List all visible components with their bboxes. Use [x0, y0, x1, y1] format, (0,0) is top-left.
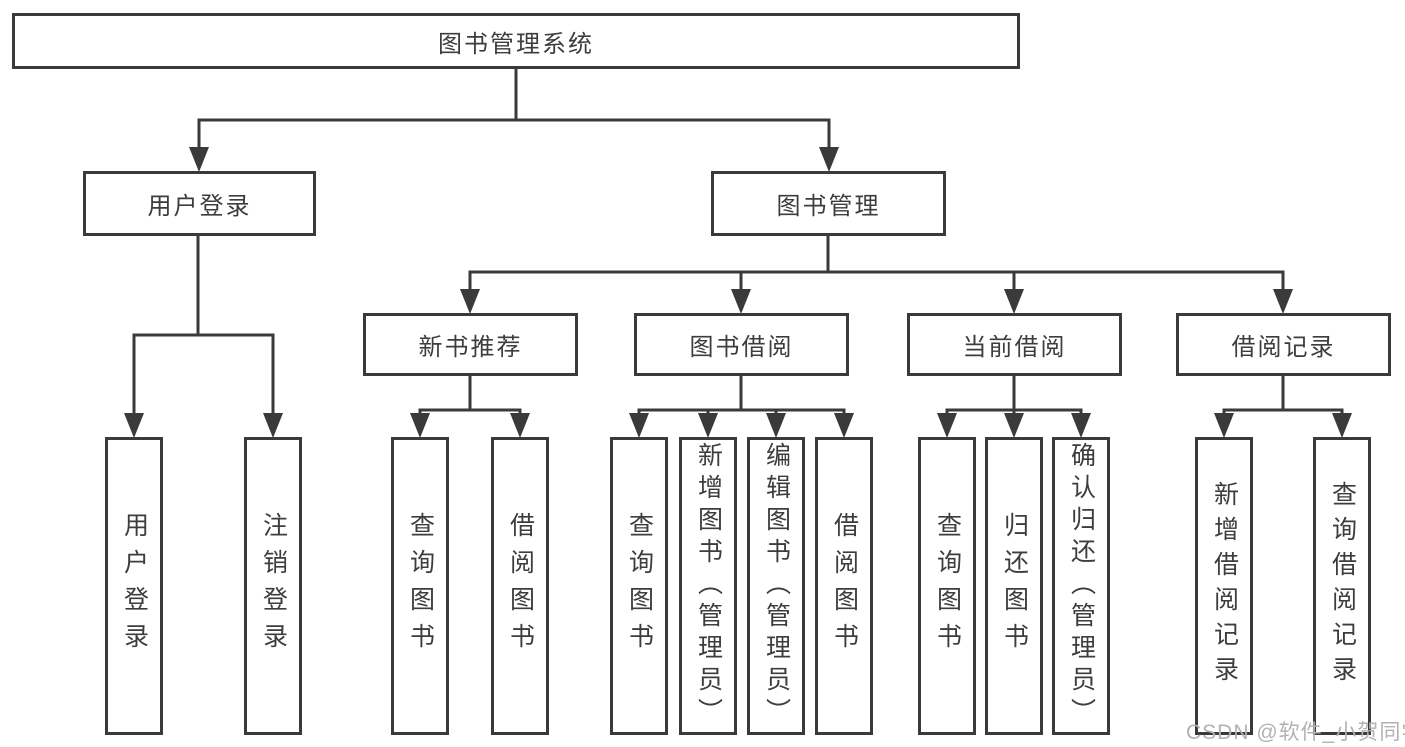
- node-borrowing-records-label: 借阅记录: [1231, 334, 1336, 361]
- leaf-bb-add-books-admin-label: 新增图书（管理员）: [694, 442, 723, 730]
- leaf-bb-edit-books-admin: 编辑图书（管理员）: [747, 437, 805, 735]
- node-borrowing-records: 借阅记录: [1176, 313, 1391, 376]
- leaf-bb-edit-books-admin-label: 编辑图书（管理员）: [762, 442, 791, 730]
- leaf-bb-query-books: 查询图书: [610, 437, 668, 735]
- leaf-bb-add-books-admin: 新增图书（管理员）: [679, 437, 737, 735]
- leaf-bb-borrow-books-label: 借阅图书: [830, 512, 859, 660]
- leaf-br-query-borrow-record: 查询借阅记录: [1313, 437, 1371, 735]
- node-new-book-recommendation: 新书推荐: [363, 313, 578, 376]
- node-book-borrowing: 图书借阅: [634, 313, 849, 376]
- node-current-borrowing-label: 当前借阅: [962, 334, 1067, 361]
- node-library-system-label: 图书管理系统: [438, 30, 594, 58]
- node-user-login-label: 用户登录: [147, 193, 252, 220]
- node-book-management: 图书管理: [711, 171, 946, 236]
- node-new-book-recommendation-label: 新书推荐: [418, 334, 523, 361]
- leaf-nb-borrow-books-label: 借阅图书: [506, 512, 535, 660]
- leaf-user-login-label: 用户登录: [120, 512, 149, 660]
- node-book-management-label: 图书管理: [776, 193, 881, 220]
- leaf-cb-confirm-return-admin-label: 确认归还（管理员）: [1067, 442, 1096, 730]
- leaf-br-add-borrow-record-label: 新增借阅记录: [1210, 481, 1239, 691]
- leaf-bb-query-books-label: 查询图书: [625, 512, 654, 660]
- leaf-logout-login-label: 注销登录: [259, 512, 288, 660]
- leaf-cb-confirm-return-admin: 确认归还（管理员）: [1052, 437, 1110, 735]
- leaf-cb-return-books-label: 归还图书: [1000, 512, 1029, 660]
- node-library-system: 图书管理系统: [12, 13, 1020, 69]
- leaf-br-query-borrow-record-label: 查询借阅记录: [1328, 481, 1357, 691]
- node-current-borrowing: 当前借阅: [907, 313, 1122, 376]
- leaf-logout-login: 注销登录: [244, 437, 302, 735]
- leaf-bb-borrow-books: 借阅图书: [815, 437, 873, 735]
- leaf-cb-return-books: 归还图书: [985, 437, 1043, 735]
- leaf-nb-borrow-books: 借阅图书: [491, 437, 549, 735]
- node-book-borrowing-label: 图书借阅: [689, 334, 794, 361]
- leaf-br-add-borrow-record: 新增借阅记录: [1195, 437, 1253, 735]
- watermark: CSDN @软件_小贺同学: [1186, 721, 1405, 744]
- leaf-cb-query-books: 查询图书: [918, 437, 976, 735]
- leaf-nb-query-books-label: 查询图书: [406, 512, 435, 660]
- leaf-user-login: 用户登录: [105, 437, 163, 735]
- node-user-login: 用户登录: [83, 171, 316, 236]
- leaf-nb-query-books: 查询图书: [391, 437, 449, 735]
- arrowheads: [124, 147, 1352, 438]
- leaf-cb-query-books-label: 查询图书: [933, 512, 962, 660]
